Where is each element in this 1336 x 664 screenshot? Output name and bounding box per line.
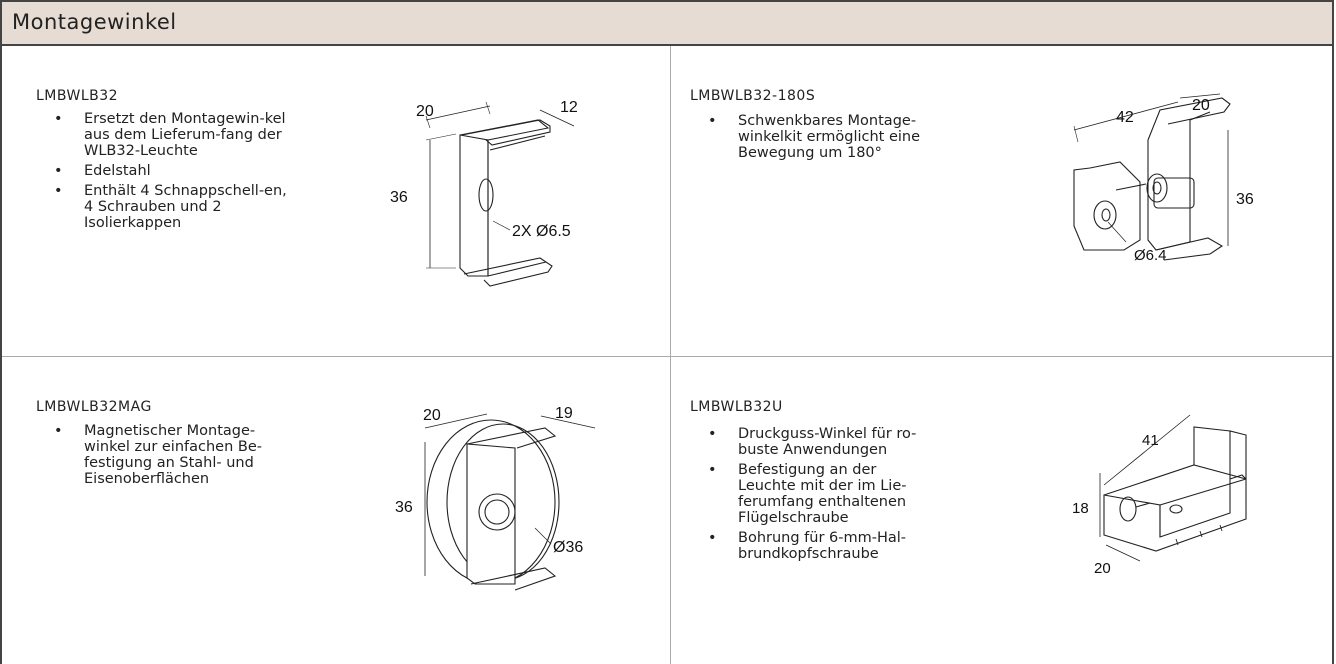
dim-width: 41 — [1142, 432, 1159, 449]
dim-height: 36 — [390, 189, 408, 206]
product-feature-list: Magnetischer Montage-winkel zur einfache… — [40, 423, 340, 491]
dim-depth: 12 — [560, 99, 578, 116]
dim-height: 36 — [395, 499, 413, 516]
dim-depth: 19 — [555, 405, 573, 422]
product-model: LMBWLB32U — [690, 399, 783, 415]
bracket-drawing: 42 20 36 Ø6.4 — [1073, 93, 1254, 264]
feature-item: Enthält 4 Schnappschell-en, 4 Schrauben … — [40, 183, 294, 231]
section-title: Montagewinkel — [12, 10, 177, 34]
dim-width: 20 — [416, 103, 434, 120]
dim-hole: Ø36 — [553, 539, 583, 556]
dim-height: 36 — [1236, 191, 1254, 208]
product-model: LMBWLB32-180S — [690, 88, 816, 104]
product-feature-list: Schwenkbares Montage-winkelkit ermöglich… — [694, 113, 994, 165]
feature-item: Schwenkbares Montage-winkelkit ermöglich… — [694, 113, 968, 161]
product-feature-list: Ersetzt den Montagewin-kel aus dem Liefe… — [40, 111, 330, 235]
product-model: LMBWLB32MAG — [36, 399, 152, 415]
dim-depth: 20 — [1192, 97, 1210, 114]
dim-height: 18 — [1072, 500, 1089, 517]
dim-hole: 2X Ø6.5 — [512, 223, 571, 240]
column-divider — [670, 46, 671, 664]
dim-width: 20 — [423, 407, 441, 424]
section-header: Montagewinkel — [2, 2, 1332, 46]
feature-item: Befestigung an der Leuchte mit der im Li… — [694, 462, 938, 526]
bracket-drawing: 20 12 36 2X Ø6.5 — [390, 99, 578, 287]
dim-hole: Ø6.4 — [1134, 247, 1167, 264]
bracket-drawing: 41 18 20 — [1072, 414, 1247, 577]
feature-item: Magnetischer Montage-winkel zur einfache… — [40, 423, 294, 487]
dim-width: 42 — [1116, 109, 1134, 126]
feature-item: Ersetzt den Montagewin-kel aus dem Liefe… — [40, 111, 294, 159]
feature-item: Edelstahl — [40, 163, 330, 179]
bracket-drawing: 20 19 36 Ø36 — [395, 405, 596, 591]
feature-item: Bohrung für 6-mm-Hal-brundkopfschraube — [694, 530, 938, 562]
product-feature-list: Druckguss-Winkel für ro-buste Anwendunge… — [694, 426, 994, 566]
feature-item: Druckguss-Winkel für ro-buste Anwendunge… — [694, 426, 938, 458]
dim-depth: 20 — [1094, 560, 1111, 577]
row-divider — [2, 356, 1332, 357]
product-model: LMBWLB32 — [36, 88, 119, 104]
